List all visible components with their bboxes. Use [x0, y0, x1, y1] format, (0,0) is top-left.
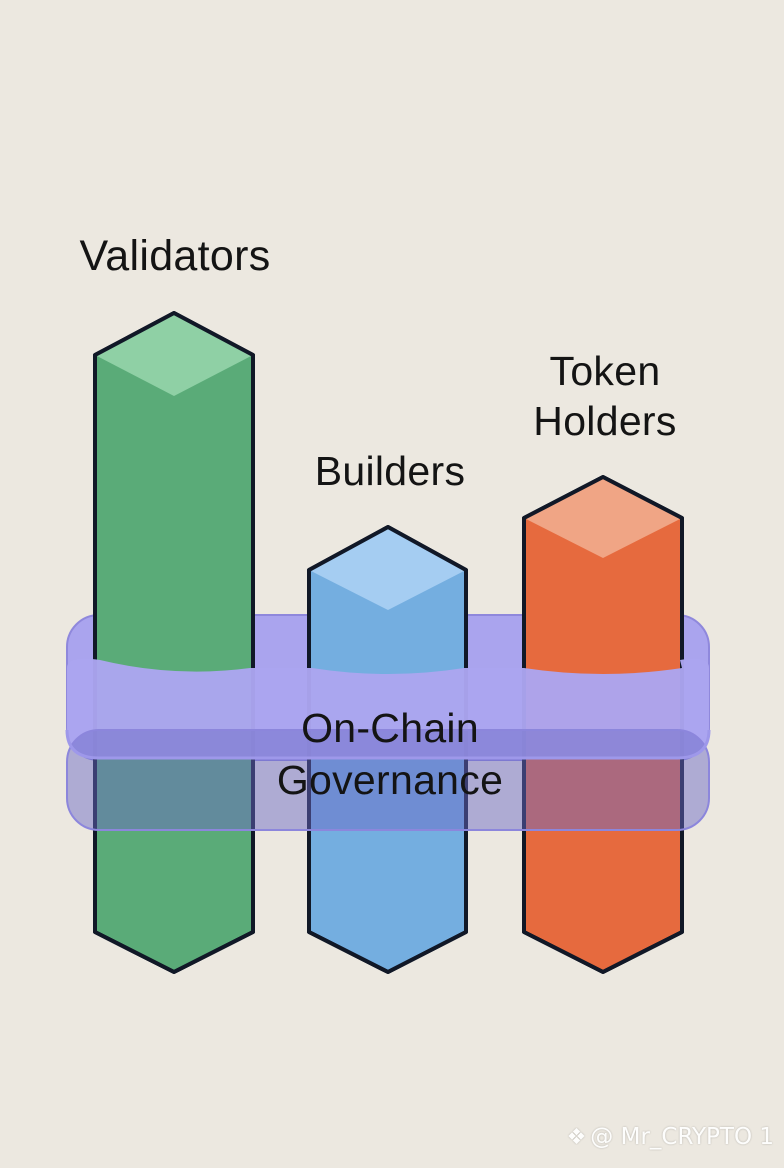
governance-label-line-2: Governance: [190, 754, 590, 806]
builders-label: Builders: [270, 448, 510, 495]
token-holders-label-line-2: Holders: [480, 396, 730, 446]
watermark: ❖@ Mr_CRYPTO 1: [567, 1124, 774, 1150]
watermark-text: @ Mr_CRYPTO 1: [590, 1124, 774, 1150]
token-holders-label-line-1: Token: [480, 346, 730, 396]
governance-label: On-Chain Governance: [190, 702, 590, 806]
pillar-validators: [95, 313, 253, 972]
binance-diamond-icon: ❖: [567, 1125, 587, 1150]
governance-label-line-1: On-Chain: [190, 702, 590, 754]
token-holders-label: Token Holders: [480, 346, 730, 446]
validators-label: Validators: [40, 232, 310, 281]
